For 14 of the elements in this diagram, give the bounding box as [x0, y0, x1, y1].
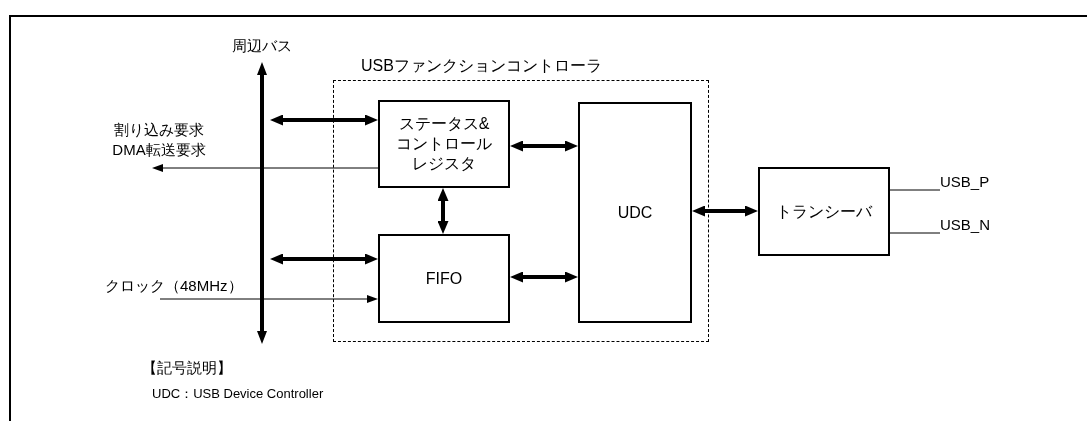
arrow — [270, 114, 378, 126]
group-title: USBファンクションコントローラ — [361, 56, 602, 76]
arrow — [510, 140, 578, 152]
arrow — [692, 205, 758, 217]
process-box: ステータス&コントロールレジスタ — [378, 100, 510, 188]
process-box: UDC — [578, 102, 692, 323]
arrow — [152, 164, 379, 172]
arrow — [437, 188, 449, 234]
bus-label: 周辺バス — [232, 36, 292, 56]
process-box: トランシーバ — [758, 167, 890, 256]
arrow — [159, 295, 378, 303]
arrow — [270, 253, 378, 265]
process-box: FIFO — [378, 234, 510, 323]
arrow — [510, 271, 578, 283]
